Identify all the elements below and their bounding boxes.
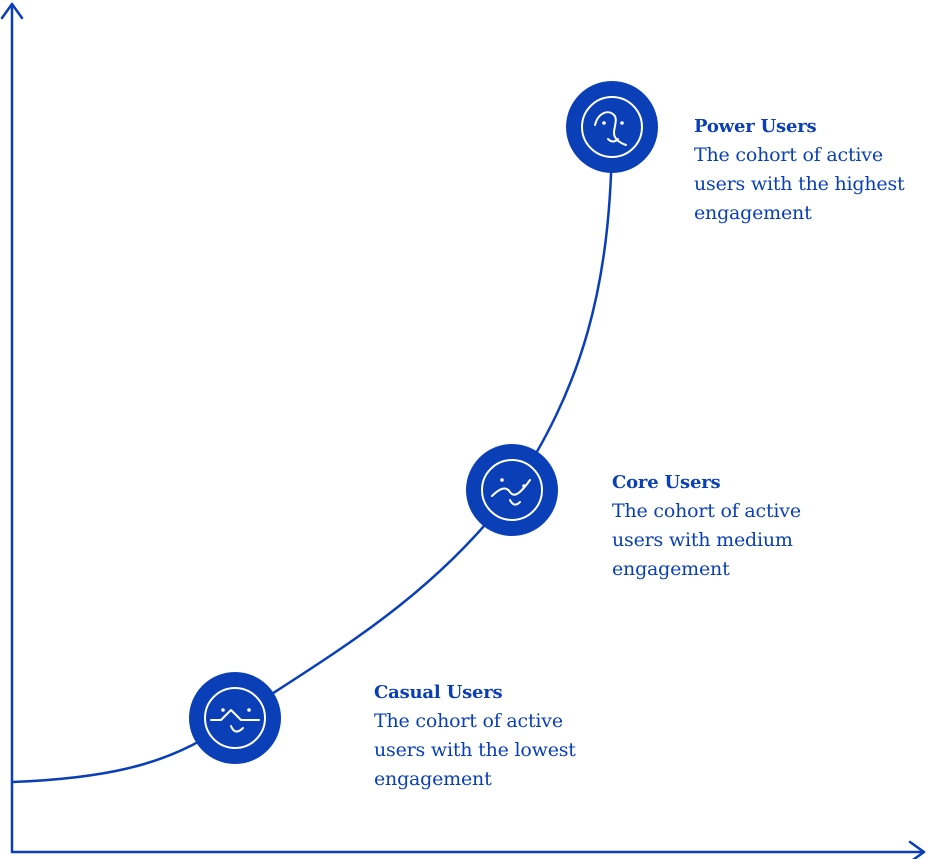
- label-casual-users: Casual Users The cohort of active users …: [374, 678, 614, 794]
- label-core-users: Core Users The cohort of active users wi…: [612, 468, 852, 584]
- casual-users-description: The cohort of active users with the lowe…: [374, 710, 576, 790]
- core-users-title: Core Users: [612, 472, 721, 493]
- face-profile-icon: [581, 96, 643, 158]
- y-axis-arrowhead: [0, 2, 24, 20]
- node-casual-users-circle: [189, 672, 281, 764]
- node-casual-users: [189, 672, 281, 764]
- label-power-users: Power Users The cohort of active users w…: [694, 112, 924, 228]
- x-axis-arrowhead: [908, 840, 926, 859]
- node-power-users: [566, 81, 658, 173]
- face-wave-icon: [481, 459, 543, 521]
- core-users-description: The cohort of active users with medium e…: [612, 500, 801, 580]
- face-zigzag-icon: [204, 687, 266, 749]
- casual-users-title: Casual Users: [374, 682, 503, 703]
- node-core-users: [466, 444, 558, 536]
- node-power-users-circle: [566, 81, 658, 173]
- growth-curve: [11, 126, 614, 784]
- node-core-users-circle: [466, 444, 558, 536]
- power-users-description: The cohort of active users with the high…: [694, 144, 905, 224]
- power-users-title: Power Users: [694, 116, 817, 137]
